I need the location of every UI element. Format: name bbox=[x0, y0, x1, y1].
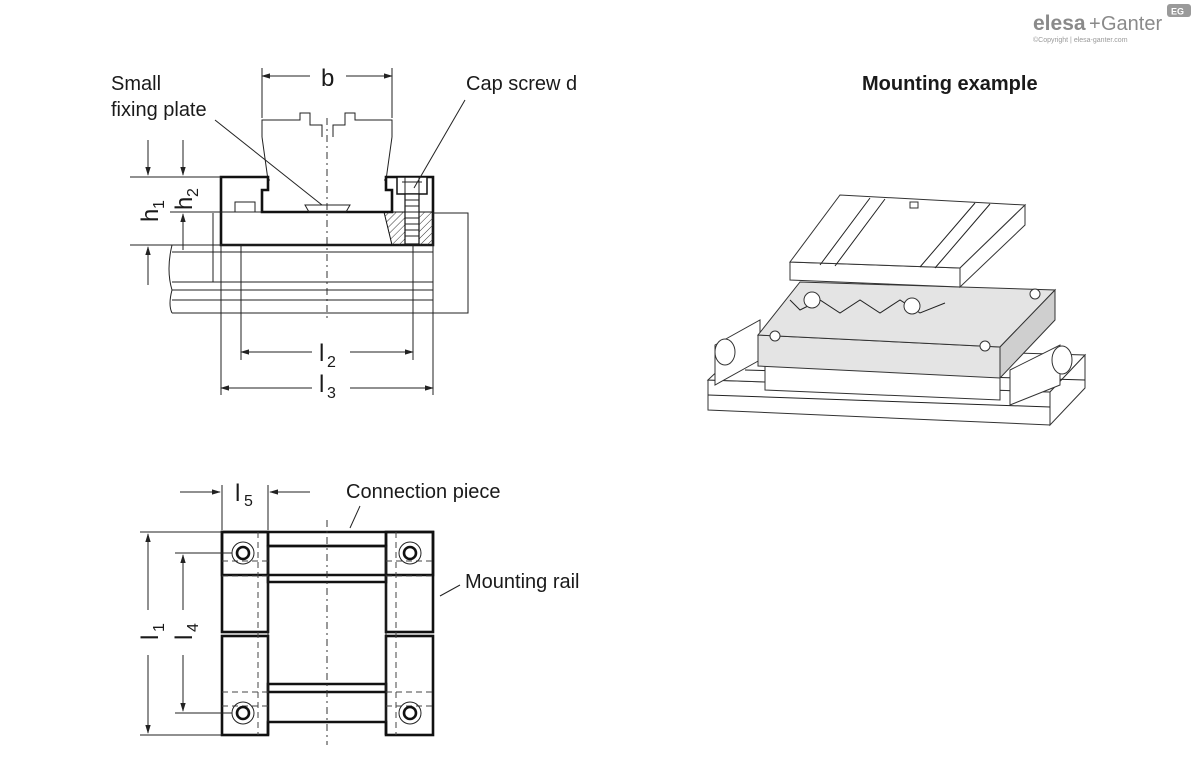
dim-b-label: b bbox=[321, 65, 334, 92]
slide-edge-right bbox=[384, 136, 393, 181]
dim-l4: l 4 bbox=[171, 623, 202, 640]
dim-h2-letter: h bbox=[171, 197, 198, 210]
iso-screw-hole-2 bbox=[979, 340, 991, 352]
brand-plus: + bbox=[1089, 13, 1101, 35]
dim-h2-sub: 2 bbox=[185, 188, 202, 197]
iso-roller-left bbox=[803, 291, 821, 309]
dim-l4-letter: l bbox=[171, 635, 198, 640]
plan-rail-bottom-left bbox=[220, 634, 270, 737]
plan-hidden-verticals bbox=[257, 532, 397, 735]
mounting-example-illustration bbox=[706, 194, 1087, 427]
dim-h1: h 1 bbox=[137, 200, 168, 222]
dim-l3-sub: 3 bbox=[327, 385, 336, 402]
dim-l5-letter: l bbox=[235, 480, 240, 507]
leader-small-fixing-plate bbox=[214, 119, 323, 206]
iso-rail-left-end bbox=[714, 338, 736, 366]
leader-cap-screw bbox=[413, 99, 466, 189]
brand-logo: elesa + Ganter ©Copyright | elesa-ganter… bbox=[1033, 4, 1191, 44]
iso-slide-tab bbox=[909, 201, 919, 209]
slide-profile-left bbox=[261, 112, 323, 137]
dim-l2-sub: 2 bbox=[327, 354, 336, 371]
screw-hole-icon bbox=[231, 541, 422, 725]
cap-screw-head bbox=[396, 176, 428, 195]
dim-l2-letter: l bbox=[319, 340, 324, 367]
label-small: Small bbox=[111, 73, 161, 95]
label-connection-piece: Connection piece bbox=[346, 481, 501, 503]
screw-head-left bbox=[234, 201, 256, 213]
dim-l1: l 1 bbox=[137, 623, 168, 640]
leader-connection-piece bbox=[349, 505, 361, 529]
brand-copyright: ©Copyright | elesa-ganter.com bbox=[1033, 36, 1128, 44]
dim-l3-letter: l bbox=[319, 371, 324, 398]
mounting-rail-lines bbox=[172, 244, 433, 314]
dim-l4-sub: 4 bbox=[185, 623, 202, 632]
brand-badge: EG bbox=[1171, 7, 1184, 17]
rail-break-left bbox=[168, 244, 173, 314]
brand-name-elesa: elesa bbox=[1033, 12, 1086, 35]
brand-name-ganter: Ganter bbox=[1101, 13, 1162, 35]
label-fixing-plate: fixing plate bbox=[111, 99, 207, 121]
dim-l1-letter: l bbox=[137, 635, 164, 640]
cap-screw-thread bbox=[405, 199, 419, 237]
dim-h1-sub: 1 bbox=[151, 200, 168, 209]
plan-view: l 5 Connection piece Mounting rail l 1 l… bbox=[137, 480, 580, 745]
brand-badge-icon bbox=[1167, 4, 1191, 17]
dim-h1-letter: h bbox=[137, 209, 164, 222]
iso-screw-hole-1 bbox=[769, 330, 781, 342]
rail-end-right bbox=[432, 212, 469, 314]
dim-l1-sub: 1 bbox=[151, 623, 168, 632]
label-mounting-rail: Mounting rail bbox=[465, 571, 580, 593]
small-fixing-plate bbox=[304, 204, 351, 213]
iso-roller-right bbox=[903, 297, 921, 315]
iso-slide-side bbox=[959, 203, 1026, 289]
iso-slide-grooves bbox=[819, 197, 991, 269]
slide-profile-right bbox=[332, 112, 393, 137]
dim-l5-sub: 5 bbox=[244, 493, 253, 510]
iso-rail-right-end bbox=[1051, 345, 1073, 375]
label-cap-screw: Cap screw d bbox=[466, 73, 577, 95]
mounting-example-title: Mounting example bbox=[862, 73, 1038, 95]
iso-rail-right bbox=[1009, 344, 1061, 406]
section-view: b h 1 bbox=[111, 65, 577, 402]
dim-h2: h 2 bbox=[171, 188, 202, 210]
leader-mounting-rail bbox=[439, 584, 461, 597]
iso-screw-hole-3 bbox=[1029, 288, 1041, 300]
iso-fixing-plate-side bbox=[999, 288, 1056, 380]
iso-base-side bbox=[1049, 353, 1086, 427]
